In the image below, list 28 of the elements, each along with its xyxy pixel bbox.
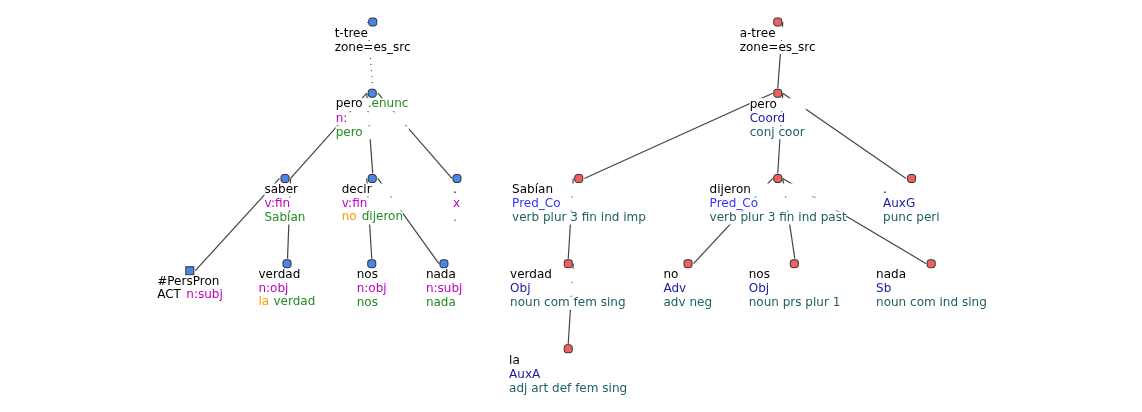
node-label: verdad xyxy=(273,293,315,308)
node-label: . xyxy=(452,181,457,196)
node-label: AuxG xyxy=(882,195,915,210)
node-text: t-tree zone=es_src xyxy=(334,25,411,54)
node-label: . xyxy=(452,209,457,224)
node-text: pero Coord conj coor xyxy=(749,96,805,139)
node-label: n:subj xyxy=(185,286,223,301)
node-label: noun prs plur 1 xyxy=(748,294,840,309)
node-label: AuxA xyxy=(508,366,540,381)
node-label: n:obj xyxy=(257,280,288,295)
node-label: n:subj xyxy=(425,280,462,295)
node-text: verdad Obj noun com fem sing xyxy=(509,266,626,309)
node-text: Sabían Pred_Co verb plur 3 fin ind imp xyxy=(511,181,646,224)
node-label: adv neg xyxy=(662,294,712,309)
node-label: punc peri xyxy=(882,209,940,224)
node-label: ACT xyxy=(156,286,181,301)
node-label: nada xyxy=(425,294,456,309)
node-label: x xyxy=(452,195,460,210)
node-label: n:obj xyxy=(356,280,387,295)
node-text: a-tree zone=es_src xyxy=(739,25,816,54)
node-label: . xyxy=(882,181,887,196)
node-label: la xyxy=(257,293,269,308)
node-label: Obj xyxy=(748,280,769,295)
node-label: nos xyxy=(356,294,378,309)
node-label: Adv xyxy=(662,280,686,295)
node-label: adj art def fem sing xyxy=(508,380,627,395)
node-label: Sb xyxy=(875,280,891,295)
node-label: noun com ind sing xyxy=(875,294,987,309)
